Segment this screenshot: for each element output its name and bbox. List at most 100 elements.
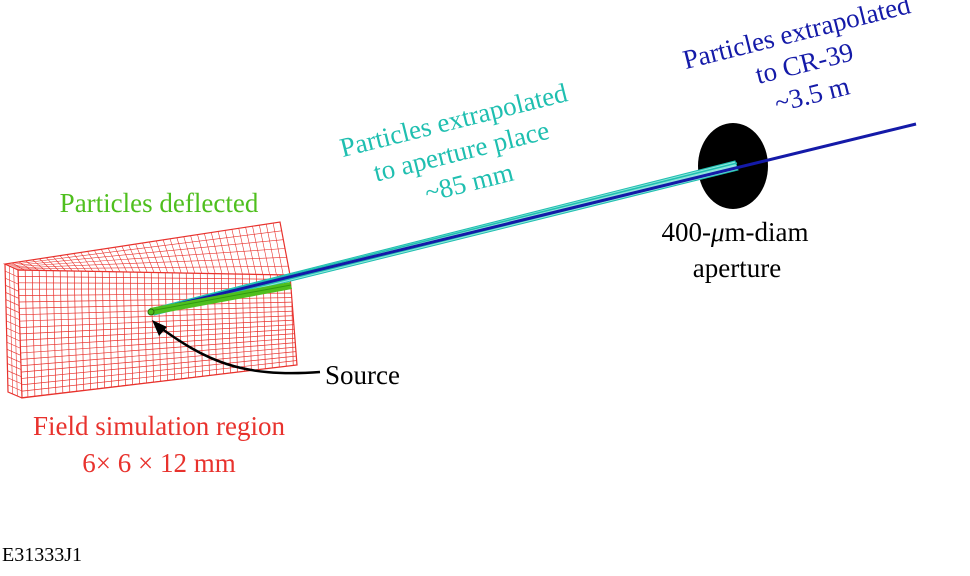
field-mesh-line: [18, 261, 32, 271]
aperture-size-prefix: 400-: [661, 217, 711, 247]
field-mesh-line: [155, 240, 168, 273]
field-mesh-line: [9, 265, 13, 395]
field-mesh-line: [143, 270, 148, 398]
field-mesh-line: [94, 270, 99, 398]
field-mesh-line: [171, 270, 176, 398]
field-mesh-line: [6, 327, 21, 335]
field-mesh-line: [5, 277, 19, 285]
field-mesh-line: [197, 234, 209, 274]
field-mesh-line: [7, 356, 22, 363]
field-mesh-line: [5, 285, 19, 292]
field-mesh-line: [25, 260, 39, 271]
field-mesh-line: [18, 337, 297, 360]
field-mesh-line: [18, 342, 297, 367]
field-mesh-line: [39, 258, 53, 271]
field-mesh-line: [18, 333, 297, 354]
field-mesh-line: [6, 334, 21, 342]
figure-id: E31333J1: [2, 544, 82, 566]
field-mesh-line: [18, 346, 297, 373]
field-size-label: 6× 6 × 12 mm: [82, 448, 235, 478]
field-mesh-line: [5, 292, 20, 299]
field-mesh-line: [94, 250, 107, 272]
field-mesh-line: [18, 360, 297, 392]
field-mesh-line: [217, 231, 230, 274]
field-mesh-line: [162, 239, 175, 273]
field-mesh-line: [24, 270, 29, 398]
field-mesh-line: [101, 270, 106, 398]
field-mesh-line: [115, 270, 120, 398]
field-mesh-line: [128, 244, 141, 273]
aperture-place-label: Particles extrapolated to aperture place…: [337, 77, 571, 207]
field-mesh-line: [45, 270, 50, 398]
field-mesh-line: [213, 270, 218, 398]
field-mesh-line: [150, 270, 155, 398]
field-mesh-line: [18, 301, 297, 309]
field-mesh-line: [265, 224, 277, 275]
field-mesh-line: [298, 262, 301, 402]
field-mesh-line: [290, 270, 295, 398]
field-mesh-line: [121, 246, 134, 273]
field-mesh-line: [259, 225, 270, 275]
field-mesh-line: [32, 259, 46, 271]
field-mesh-line: [176, 237, 189, 274]
field-mesh-line: [13, 267, 18, 397]
field-mesh-line: [5, 270, 19, 278]
field-mesh-line: [31, 270, 36, 398]
field-mesh-line: [224, 230, 236, 275]
field-mesh-line: [6, 320, 20, 328]
field-mesh-line: [234, 270, 239, 398]
field-mesh-line: [5, 306, 20, 313]
field-mesh-line: [272, 222, 284, 275]
field-mesh-line: [18, 355, 297, 386]
field-mesh-line: [107, 248, 121, 273]
field-mesh-line: [135, 243, 148, 273]
field-mesh-line: [122, 270, 127, 398]
field-mesh-line: [192, 270, 197, 398]
source-label: Source: [325, 360, 400, 390]
field-mesh-line: [114, 247, 128, 273]
field-mesh-line: [204, 233, 216, 274]
source-point: [147, 308, 155, 316]
field-mesh-line: [11, 262, 25, 271]
field-mesh-line: [252, 226, 264, 275]
deflected-label: Particles deflected: [60, 188, 259, 218]
field-mesh-line: [183, 236, 196, 274]
field-mesh-line: [108, 270, 113, 398]
field-mesh-line: [18, 315, 297, 328]
field-mesh-line: [190, 235, 202, 274]
field-mesh-line: [18, 310, 297, 322]
field-mesh-line: [87, 251, 100, 272]
field-mesh-line: [7, 370, 22, 377]
field-mesh-line: [18, 297, 297, 303]
field-mesh-line: [238, 228, 250, 275]
field-mesh-line: [136, 270, 141, 398]
field-mesh-line: [7, 384, 22, 392]
field-mesh-line: [231, 229, 243, 275]
field-region-label: Field simulation region: [33, 411, 285, 441]
field-mesh-line: [6, 341, 21, 349]
aperture-size-label: 400-μm-diam: [661, 217, 808, 247]
field-mesh-line: [73, 270, 78, 398]
field-mesh-line: [220, 270, 225, 398]
field-mesh-line: [169, 238, 182, 274]
source-arrow: [152, 320, 321, 375]
field-mesh-line: [210, 232, 223, 274]
cr39-beam: [149, 122, 917, 313]
field-mesh-line: [18, 328, 297, 348]
field-mesh-line: [178, 270, 183, 398]
aperture-size-suffix: m-diam: [725, 217, 809, 247]
field-mesh-line: [7, 363, 22, 370]
field-mesh-line: [185, 270, 190, 398]
field-mesh-line: [52, 256, 66, 272]
field-mesh-line: [149, 241, 162, 273]
field-mesh-line: [199, 270, 204, 398]
aperture-word-label: aperture: [693, 253, 781, 283]
field-mesh-line: [38, 270, 43, 398]
field-mesh-line: [59, 255, 73, 272]
field-mesh-line: [66, 254, 80, 272]
field-mesh-line: [18, 276, 297, 280]
field-mesh-line: [206, 270, 211, 398]
field-mesh-line: [80, 252, 94, 272]
